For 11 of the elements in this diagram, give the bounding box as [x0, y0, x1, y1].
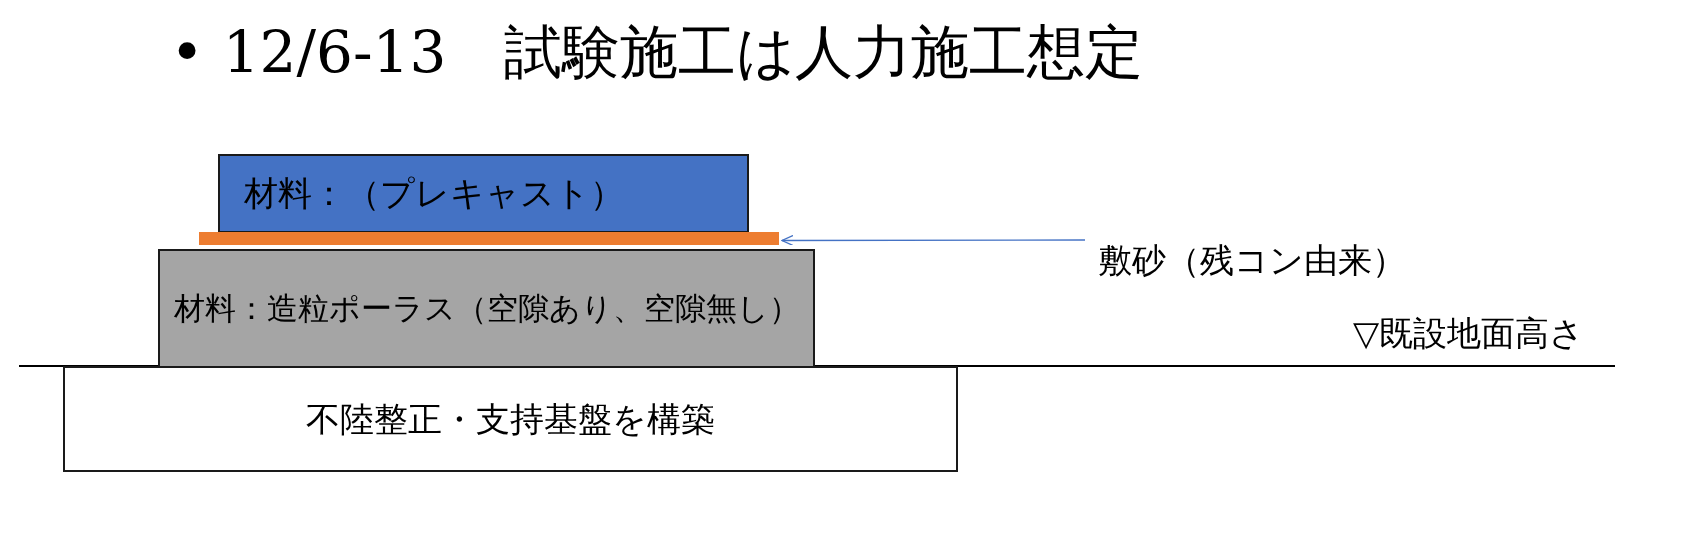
layer-label: 不陸整正・支持基盤を構築: [306, 398, 715, 440]
layer-label: 敷砂（残コン由来）: [1098, 239, 1406, 281]
precast-block: [218, 154, 749, 233]
porous-layer-block: [158, 249, 815, 369]
foundation-box: [63, 366, 958, 472]
layer-label: 材料：造粒ポーラス（空隙あり、空隙無し）: [174, 290, 800, 328]
layer-label: 材料：（プレキャスト）: [244, 173, 624, 214]
sand-layer-bar: [199, 232, 779, 245]
slide-title: • 12/6-13 試験施工は人力施工想定: [170, 18, 1144, 88]
leader-arrow: [781, 234, 1086, 247]
ground-level-label: ▽既設地面高さ: [1353, 313, 1585, 354]
